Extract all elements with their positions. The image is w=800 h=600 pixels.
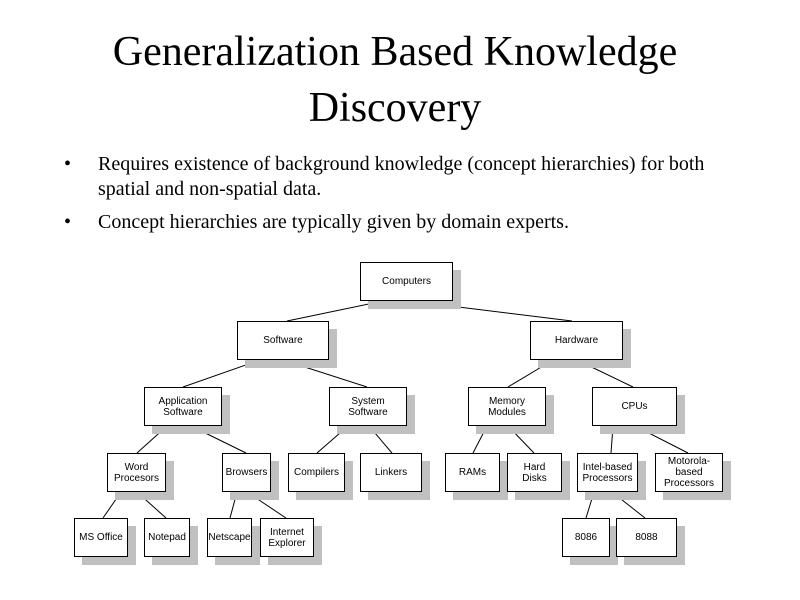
edge-word_procesors-ms_office <box>102 491 122 519</box>
node-system-software: System Software <box>329 387 407 426</box>
edge-browsers-netscape <box>229 491 238 519</box>
node-browsers: Browsers <box>222 453 271 492</box>
node-cpus: CPUs <box>592 387 677 426</box>
bullet-text: Concept hierarchies are typically given … <box>98 211 569 233</box>
node-intel-based: Intel-based Processors <box>577 453 638 492</box>
node-i8088: 8088 <box>616 518 677 557</box>
title-line-2: Discovery <box>308 85 482 131</box>
bullet-item: • Requires existence of background knowl… <box>64 152 754 202</box>
node-i8086: 8086 <box>562 518 610 557</box>
edge-computers-hardware <box>409 300 573 322</box>
edge-memory_modules-rams <box>472 425 488 454</box>
node-internet-explorer: Internet Explorer <box>260 518 314 557</box>
bullet-marker: • <box>64 153 72 175</box>
node-compilers: Compilers <box>288 453 345 492</box>
node-hardware: Hardware <box>530 321 623 360</box>
node-application-software: Application Software <box>144 387 222 426</box>
edge-hardware-memory_modules <box>507 359 554 388</box>
edge-word_procesors-notepad <box>136 491 167 519</box>
edge-software-system_software <box>282 359 368 388</box>
bullet-item: • Concept hierarchies are typically give… <box>64 210 754 235</box>
node-linkers: Linkers <box>360 453 422 492</box>
edge-application_software-word_procesors <box>136 425 168 454</box>
node-motorola-based: Motorola- based Processors <box>655 453 723 492</box>
edge-application_software-browsers <box>190 425 247 454</box>
bullet-marker: • <box>64 211 72 233</box>
node-netscape: Netscape <box>207 518 252 557</box>
edge-browsers-internet_explorer <box>246 491 287 519</box>
node-ms-office: MS Office <box>74 518 128 557</box>
edge-software-application_software <box>182 359 261 388</box>
edge-computers-software <box>286 300 384 322</box>
node-rams: RAMs <box>445 453 500 492</box>
edge-memory_modules-hard_disks <box>507 425 535 454</box>
title-line-1: Generalization Based Knowledge <box>112 29 678 75</box>
node-notepad: Notepad <box>144 518 190 557</box>
node-word-procesors: Word Procesors <box>107 453 166 492</box>
node-computers: Computers <box>360 262 453 301</box>
node-memory-modules: Memory Modules <box>468 387 546 426</box>
slide-title: Generalization Based Knowledge Discovery <box>0 24 790 136</box>
node-software: Software <box>237 321 329 360</box>
edge-cpus-motorola_based <box>634 425 689 454</box>
edge-cpus-intel_based <box>610 425 614 454</box>
edge-system_software-compilers <box>316 425 349 454</box>
bullet-list: • Requires existence of background knowl… <box>64 152 754 243</box>
edge-intel_based-i8088 <box>611 491 646 519</box>
node-hard-disks: Hard Disks <box>507 453 562 492</box>
bullet-text: Requires existence of background knowled… <box>98 153 705 200</box>
edge-system_software-linkers <box>368 425 393 454</box>
edge-intel_based-i8086 <box>585 491 595 519</box>
edge-hardware-cpus <box>576 359 634 388</box>
